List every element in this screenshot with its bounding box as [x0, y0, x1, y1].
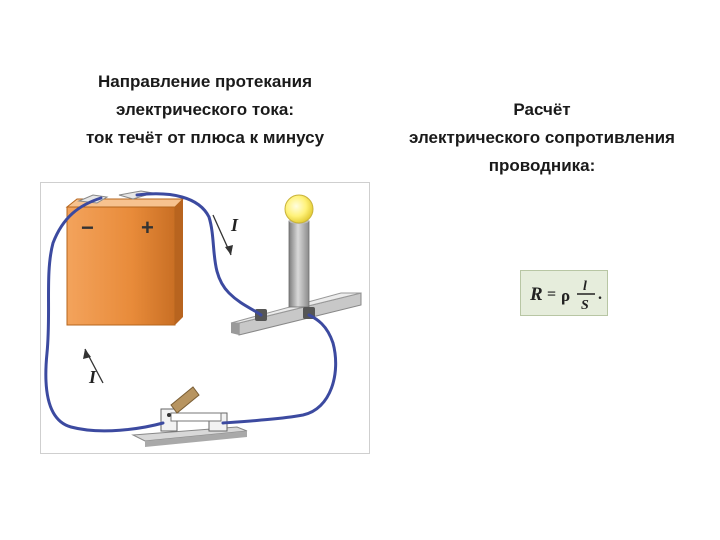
current-indicator-upper: I [212, 214, 239, 256]
right-heading-line-2: электрического сопротивления [409, 128, 675, 147]
circuit-drawing: − + [44, 190, 362, 447]
battery-side [175, 199, 183, 325]
formula-denominator: S [581, 298, 589, 313]
wire-battery-to-lamp [135, 192, 263, 317]
switch [131, 386, 248, 447]
left-heading-line-2: электрического тока: [116, 100, 294, 119]
formula-resistance-symbol: R [529, 284, 543, 305]
switch-base-edge [145, 431, 247, 447]
battery-minus-label: − [81, 215, 94, 240]
current-indicator-lower: I [83, 348, 104, 387]
formula-period: . [598, 286, 602, 303]
formula-drawing: R = ρ l S . [529, 279, 602, 313]
current-arrowhead-lower [83, 349, 91, 359]
battery: − + [65, 190, 185, 326]
right-heading-line-3: проводника: [488, 156, 596, 175]
lamp-base-side [231, 323, 239, 335]
left-heading: Направление протекания электрического то… [20, 68, 390, 152]
current-label-lower: I [88, 367, 97, 387]
light-bulb [284, 194, 314, 224]
wire-battery-to-switch [44, 196, 165, 433]
current-arrowhead-upper [225, 245, 233, 255]
lamp [230, 194, 362, 336]
switch-pivot [167, 413, 171, 417]
battery-body [66, 206, 176, 326]
left-heading-line-1: Направление протекания [98, 72, 312, 91]
right-heading: Расчёт электрического сопротивления пров… [372, 96, 712, 180]
formula-equals: = [547, 286, 556, 303]
switch-blade [170, 412, 222, 422]
wire-switch-to-lamp [221, 313, 338, 425]
battery-plus-label: + [141, 215, 154, 240]
right-heading-line-1: Расчёт [513, 100, 571, 119]
left-heading-line-3: ток течёт от плюса к минусу [85, 128, 325, 147]
lamp-pole [288, 220, 310, 308]
wires [44, 192, 338, 433]
formula-rho: ρ [561, 286, 570, 305]
current-label-upper: I [230, 215, 239, 235]
resistance-formula: R = ρ l S . [520, 270, 608, 316]
circuit-illustration: − + [40, 182, 370, 454]
formula-numerator: l [583, 279, 587, 294]
switch-handle [170, 386, 200, 414]
